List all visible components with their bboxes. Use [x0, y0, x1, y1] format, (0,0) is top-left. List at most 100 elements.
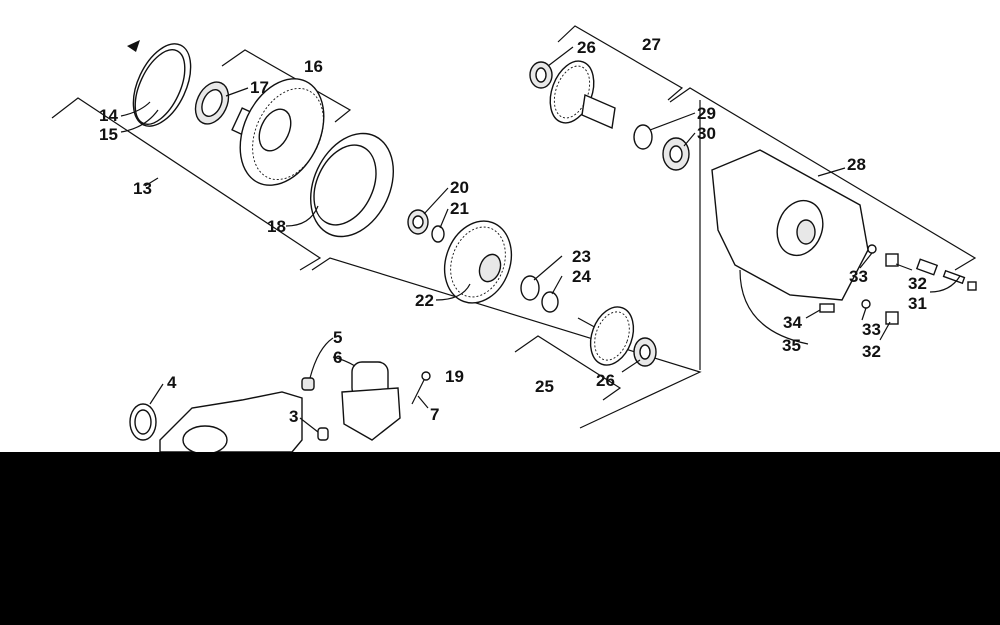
black-occlusion-band	[0, 452, 1000, 625]
leader-23	[533, 255, 563, 281]
lower-housing-opening	[182, 425, 228, 455]
leader-3	[299, 417, 319, 433]
callout-3: 3	[289, 407, 298, 426]
leader-33-lower	[861, 307, 867, 321]
washer-21-part	[431, 225, 445, 243]
callout-14: 14	[99, 106, 118, 125]
leader-32-lower	[879, 321, 891, 341]
bracket-lines	[51, 25, 977, 429]
leader-17	[225, 87, 249, 97]
leader-6	[332, 356, 356, 367]
leader-34	[805, 309, 821, 319]
leader-5	[309, 337, 334, 379]
clutch-basket-inner	[313, 144, 377, 226]
leader-14	[120, 101, 151, 117]
callout-28: 28	[847, 155, 866, 174]
leader-32-upper	[895, 263, 913, 271]
screw-7-head	[421, 371, 431, 381]
bushing-3-part	[317, 427, 329, 441]
bearing-17-bore	[201, 89, 223, 117]
clutch-pack-part	[443, 220, 513, 304]
callout-19: 19	[445, 367, 464, 386]
callout-5: 5	[333, 328, 342, 347]
leader-26-lower	[621, 359, 641, 373]
gear-25-teeth	[594, 311, 630, 361]
callout-13: 13	[133, 179, 152, 198]
bracket-19	[311, 257, 702, 429]
sensor-31-lead	[942, 269, 966, 285]
sensor-31-tip	[967, 281, 977, 291]
callout-6: 6	[333, 348, 342, 367]
leader-28	[817, 167, 846, 177]
bearing-26-lower-bore	[639, 344, 651, 360]
callout-17: 17	[250, 78, 269, 97]
seal-4-bore	[134, 409, 152, 435]
bracket-25	[514, 335, 622, 401]
callout-4: 4	[167, 373, 177, 392]
washer-24-part	[541, 291, 559, 313]
leader-15	[120, 109, 159, 133]
callout-labels: 14 15 13 16 17 18 20 21 22 23 24 26 27 2…	[99, 35, 927, 426]
screw-7-part	[411, 375, 427, 405]
callout-35: 35	[782, 336, 801, 355]
callout-31: 31	[908, 294, 927, 313]
callout-32-upper: 32	[908, 274, 927, 293]
clutch-drum-hub	[258, 108, 292, 152]
leader-24	[551, 275, 563, 295]
bolt-34-part	[819, 303, 835, 313]
clutch-pack-teeth	[450, 226, 506, 298]
leader-20	[423, 187, 449, 215]
clutch-pack-hub	[478, 253, 502, 283]
thrust-bearing-23-part	[520, 275, 540, 301]
sensor-31-part	[915, 258, 939, 276]
leader-29	[649, 112, 696, 131]
callout-26-lower: 26	[596, 371, 615, 390]
callout-34: 34	[783, 313, 802, 332]
leader-21	[439, 208, 449, 229]
leader-22	[435, 283, 471, 301]
callout-7: 7	[430, 405, 439, 424]
actuator-base-6-part	[341, 387, 401, 441]
callout-22: 22	[415, 291, 434, 310]
gear-25-part	[589, 306, 635, 366]
callout-30: 30	[697, 124, 716, 143]
bearing-30-bore	[669, 145, 683, 163]
leader-7	[417, 395, 429, 409]
callout-23: 23	[572, 247, 591, 266]
snap-ring-inner	[134, 49, 186, 125]
lower-housing-part	[159, 391, 303, 453]
callout-32-lower: 32	[862, 342, 881, 361]
bearing-20-bore	[412, 215, 424, 229]
callout-15: 15	[99, 125, 118, 144]
callout-33-lower: 33	[862, 320, 881, 339]
callout-20: 20	[450, 178, 469, 197]
callout-16: 16	[304, 57, 323, 76]
parts	[127, 40, 977, 455]
leader-35	[739, 269, 809, 345]
gear-27-shaft	[581, 93, 616, 130]
bracket-28	[669, 87, 977, 271]
plug-32-upper	[885, 253, 899, 267]
leader-13	[144, 177, 159, 187]
callout-29: 29	[697, 104, 716, 123]
bracket-13	[51, 97, 322, 271]
leader-4	[149, 383, 164, 405]
leader-26-upper	[547, 46, 574, 67]
o-ring-33-upper	[867, 244, 877, 254]
leader-lines	[120, 46, 961, 433]
bearing-26-upper-bore	[535, 67, 547, 83]
leader-33-upper	[859, 252, 873, 269]
gearcase-cover-bore	[796, 219, 816, 245]
washer-29-part	[633, 124, 653, 150]
callout-18: 18	[267, 217, 286, 236]
direction-arrow-icon	[127, 40, 140, 52]
callout-26-upper: 26	[577, 38, 596, 57]
grommet-5-part	[301, 377, 315, 391]
bracket-27	[557, 25, 684, 101]
o-ring-33-lower	[861, 299, 871, 309]
callout-25: 25	[535, 377, 554, 396]
callout-24: 24	[572, 267, 591, 286]
leader-18	[285, 205, 319, 227]
callout-27: 27	[642, 35, 661, 54]
